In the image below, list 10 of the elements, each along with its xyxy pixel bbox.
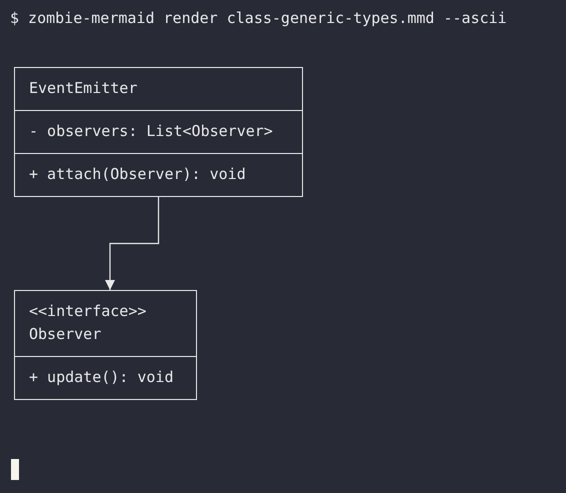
class-box	[14, 290, 197, 400]
class-member-text: + update(): void	[29, 367, 174, 388]
class-box	[14, 67, 303, 197]
class-member-text: - observers: List<Observer>	[29, 121, 274, 142]
arrow	[105, 197, 160, 290]
class-member-text: Observer	[29, 324, 102, 345]
class-member-text: <<interface>>	[29, 301, 148, 322]
class-member-text: EventEmitter	[29, 78, 138, 99]
command-line: $ zombie-mermaid render class-generic-types.mmd --ascii	[10, 9, 507, 27]
class-member-text: + attach(Observer): void	[29, 164, 247, 185]
